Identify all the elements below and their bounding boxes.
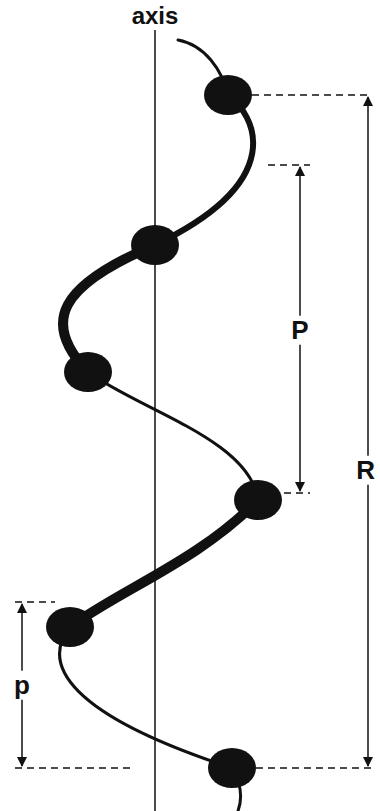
helix-strand [60, 40, 258, 811]
axis-label: axis [130, 3, 181, 29]
dimension-arrows [22, 97, 368, 766]
helix-axis [154, 30, 156, 811]
rise-label: p [12, 671, 32, 700]
pitch-label: P [289, 316, 310, 345]
repeat-label: R [354, 456, 377, 485]
residue-dots [46, 75, 282, 788]
dimension-dashes [15, 95, 372, 768]
